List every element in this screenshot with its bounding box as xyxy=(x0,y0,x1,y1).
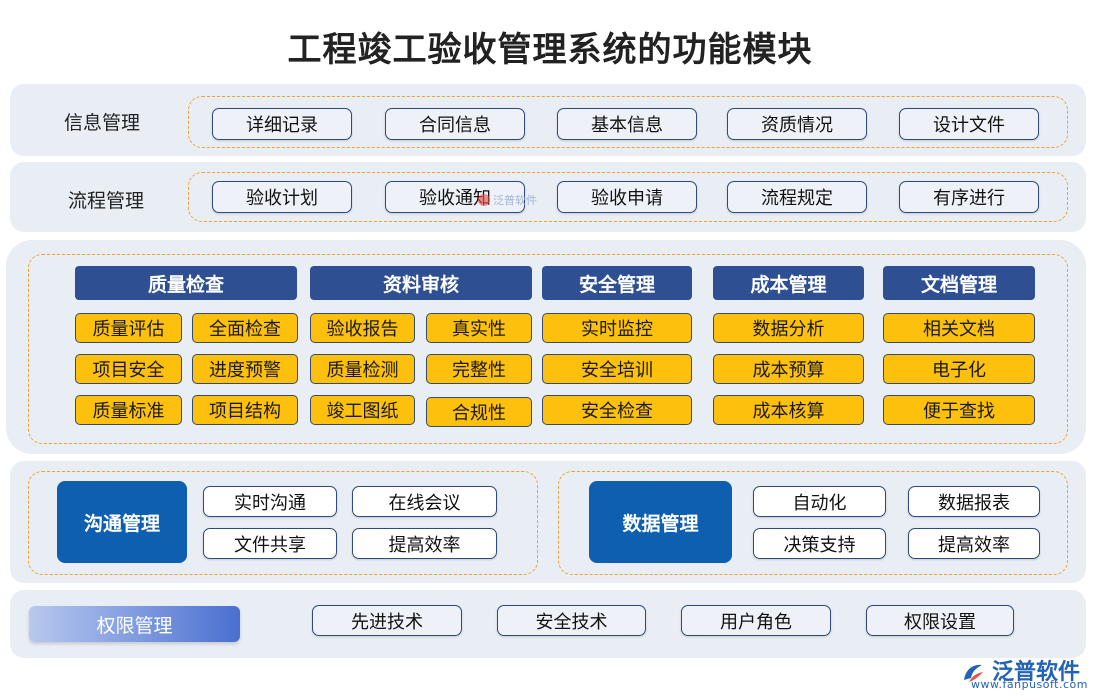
quality-item-2[interactable]: 全面检查 xyxy=(192,313,298,343)
comm-item-1[interactable]: 实时沟通 xyxy=(203,486,337,517)
comm-main-box[interactable]: 沟通管理 xyxy=(57,481,187,563)
docreview-item-5[interactable]: 竣工图纸 xyxy=(310,395,415,425)
comm-item-3[interactable]: 文件共享 xyxy=(203,528,337,559)
watermark: 泛普软件 xyxy=(478,192,537,208)
cost-item-2[interactable]: 成本预算 xyxy=(713,354,864,384)
process-dash-group xyxy=(188,172,1068,222)
docreview-item-1[interactable]: 验收报告 xyxy=(310,313,415,343)
watermark-logo-icon xyxy=(478,194,490,206)
process-item-1[interactable]: 验收计划 xyxy=(212,181,352,213)
process-label: 流程管理 xyxy=(68,190,145,212)
permission-item-2[interactable]: 安全技术 xyxy=(497,605,646,636)
module-header-quality[interactable]: 质量检查 xyxy=(75,266,297,300)
data-item-1[interactable]: 自动化 xyxy=(753,486,886,517)
quality-item-3[interactable]: 项目安全 xyxy=(75,354,182,384)
quality-item-6[interactable]: 项目结构 xyxy=(192,395,298,425)
documents-item-2[interactable]: 电子化 xyxy=(883,354,1035,384)
data-item-2[interactable]: 数据报表 xyxy=(908,486,1040,517)
docreview-item-6[interactable]: 合规性 xyxy=(426,397,532,427)
fanpu-logo-icon xyxy=(964,664,983,682)
module-header-documents[interactable]: 文档管理 xyxy=(883,266,1035,300)
data-item-3[interactable]: 决策支持 xyxy=(753,528,886,559)
process-item-2[interactable]: 验收通知 xyxy=(385,181,525,213)
info-dash-group xyxy=(188,96,1068,148)
watermark-text: 泛普软件 xyxy=(493,194,537,207)
data-main-box[interactable]: 数据管理 xyxy=(589,481,732,563)
documents-item-3[interactable]: 便于查找 xyxy=(883,395,1035,425)
quality-item-4[interactable]: 进度预警 xyxy=(192,354,298,384)
modules-dash-group xyxy=(28,254,1068,444)
quality-item-5[interactable]: 质量标准 xyxy=(75,395,182,425)
permission-item-1[interactable]: 先进技术 xyxy=(312,605,462,636)
info-label: 信息管理 xyxy=(64,112,141,134)
permission-item-3[interactable]: 用户角色 xyxy=(681,605,831,636)
safety-item-2[interactable]: 安全培训 xyxy=(542,354,692,384)
docreview-item-4[interactable]: 完整性 xyxy=(426,354,532,384)
data-dash-group xyxy=(558,471,1068,575)
documents-item-1[interactable]: 相关文档 xyxy=(883,313,1035,343)
info-item-5[interactable]: 设计文件 xyxy=(899,108,1039,140)
cost-item-1[interactable]: 数据分析 xyxy=(713,313,864,343)
info-item-4[interactable]: 资质情况 xyxy=(727,108,867,140)
cost-item-3[interactable]: 成本核算 xyxy=(713,395,864,425)
comm-item-2[interactable]: 在线会议 xyxy=(352,486,497,517)
quality-item-1[interactable]: 质量评估 xyxy=(75,313,182,343)
permission-item-4[interactable]: 权限设置 xyxy=(866,605,1014,636)
comm-item-4[interactable]: 提高效率 xyxy=(352,528,497,559)
data-item-4[interactable]: 提高效率 xyxy=(908,528,1040,559)
info-item-3[interactable]: 基本信息 xyxy=(557,108,697,140)
docreview-item-2[interactable]: 真实性 xyxy=(426,313,532,343)
permission-label-box[interactable]: 权限管理 xyxy=(29,606,240,642)
module-header-docreview[interactable]: 资料审核 xyxy=(310,266,532,300)
module-header-cost[interactable]: 成本管理 xyxy=(713,266,864,300)
docreview-item-3[interactable]: 质量检测 xyxy=(310,354,415,384)
module-header-safety[interactable]: 安全管理 xyxy=(542,266,692,300)
safety-item-3[interactable]: 安全检查 xyxy=(542,395,692,425)
logo-name: 泛普软件 xyxy=(992,660,1081,685)
logo-url[interactable]: www.fanpusoft.com xyxy=(971,678,1088,691)
safety-item-1[interactable]: 实时监控 xyxy=(542,313,692,343)
process-item-5[interactable]: 有序进行 xyxy=(899,181,1039,213)
info-item-1[interactable]: 详细记录 xyxy=(212,108,352,140)
process-item-4[interactable]: 流程规定 xyxy=(727,181,867,213)
comm-data-band xyxy=(10,461,1086,583)
brand-logo: 泛普软件 www.fanpusoft.com xyxy=(960,652,1090,694)
info-item-2[interactable]: 合同信息 xyxy=(385,108,525,140)
process-item-3[interactable]: 验收申请 xyxy=(557,181,697,213)
page-title: 工程竣工验收管理系统的功能模块 xyxy=(287,30,813,70)
comm-dash-group xyxy=(28,471,538,575)
